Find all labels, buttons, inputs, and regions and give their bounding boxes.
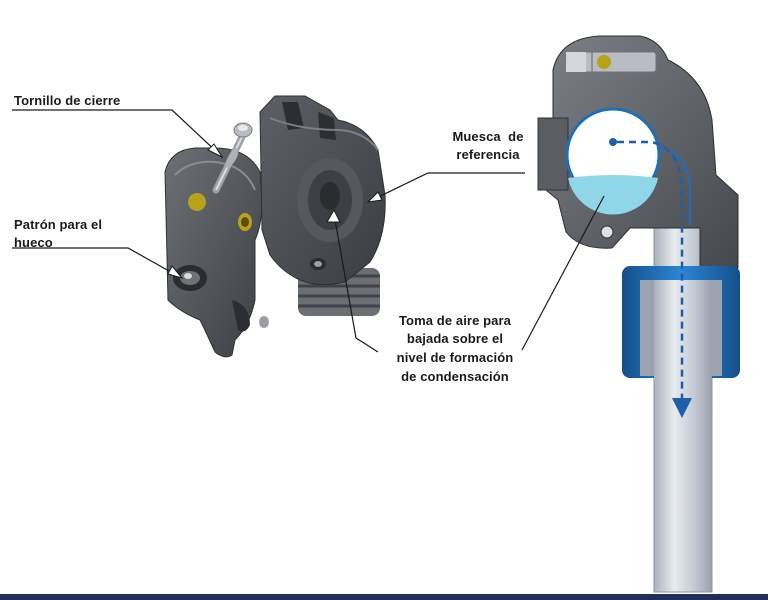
right-clamp-half <box>259 95 386 316</box>
locking-screw <box>212 122 253 194</box>
label-toma-line2: bajada sobre el <box>406 331 504 346</box>
leader-toma-left <box>333 213 379 353</box>
assembled-section <box>537 35 740 593</box>
leader-lines <box>12 109 605 353</box>
label-toma-line3: nivel de formación <box>396 350 514 365</box>
label-muesca-line1: Muesca de <box>452 129 524 144</box>
label-toma-line4: de condensación <box>401 369 509 384</box>
label-patron-line1: Patrón para el <box>14 217 103 232</box>
label-tornillo-de-cierre: Tornillo de cierre <box>14 93 121 108</box>
left-clamp-half <box>164 147 269 358</box>
air-flow-arrow <box>617 140 692 418</box>
brass-insert-top <box>188 193 206 211</box>
label-toma-line1: Toma de aire para <box>398 313 511 328</box>
leader-patron <box>12 247 179 277</box>
leader-tornillo <box>12 109 221 156</box>
label-muesca-line2: referencia <box>456 147 520 162</box>
pipe-cross-section <box>565 107 661 215</box>
leader-muesca <box>371 172 525 201</box>
label-patron-line2: hueco <box>14 235 53 250</box>
condensate-water <box>568 175 658 215</box>
leader-arrowheads <box>167 143 383 279</box>
bottom-bar <box>0 594 768 600</box>
leader-toma-right <box>521 195 605 351</box>
